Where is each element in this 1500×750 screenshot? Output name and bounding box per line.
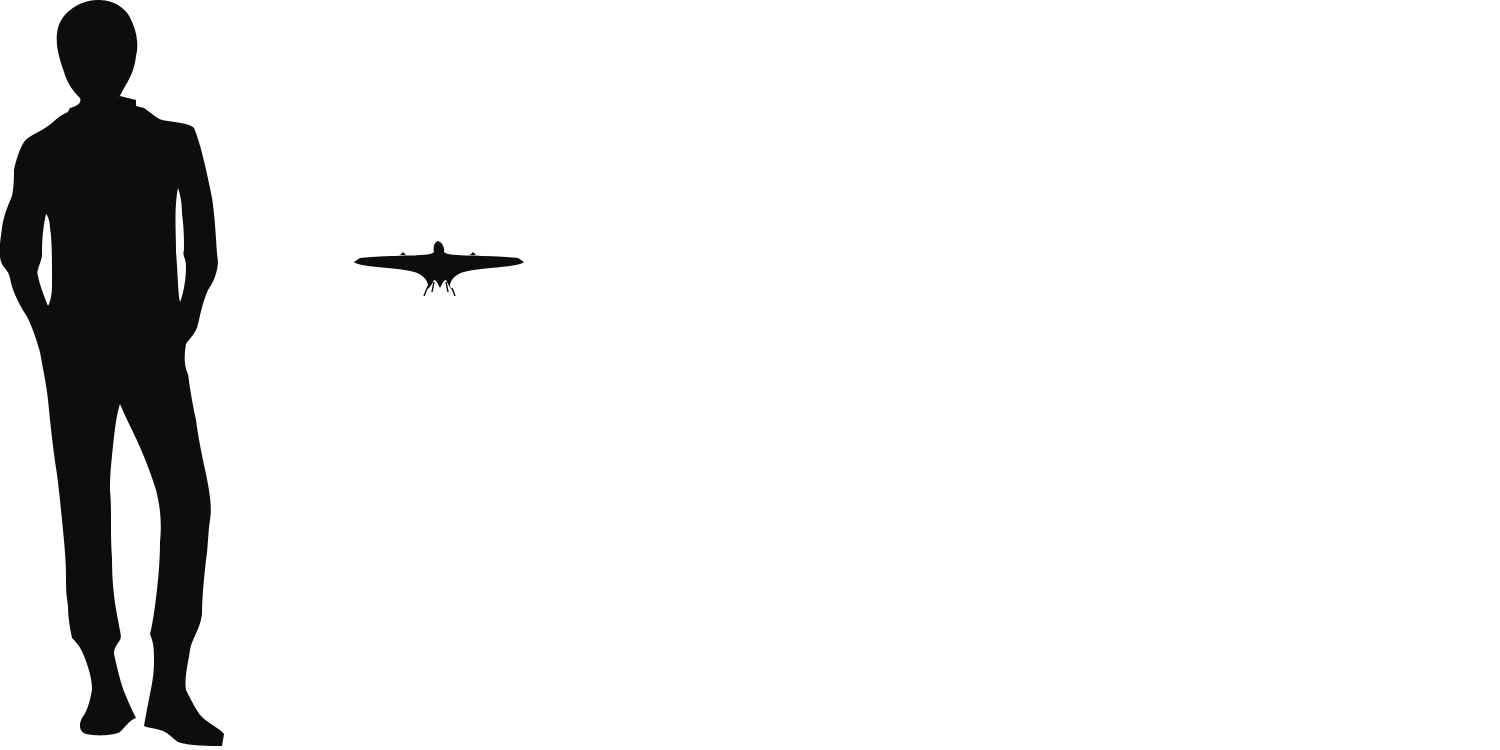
pterosaur-body [354,241,524,290]
pterosaur-feet [423,281,456,297]
human-body [0,96,224,746]
human-silhouette-icon [0,0,224,746]
pterosaur-silhouette-icon [354,241,524,297]
human-head [56,0,138,122]
